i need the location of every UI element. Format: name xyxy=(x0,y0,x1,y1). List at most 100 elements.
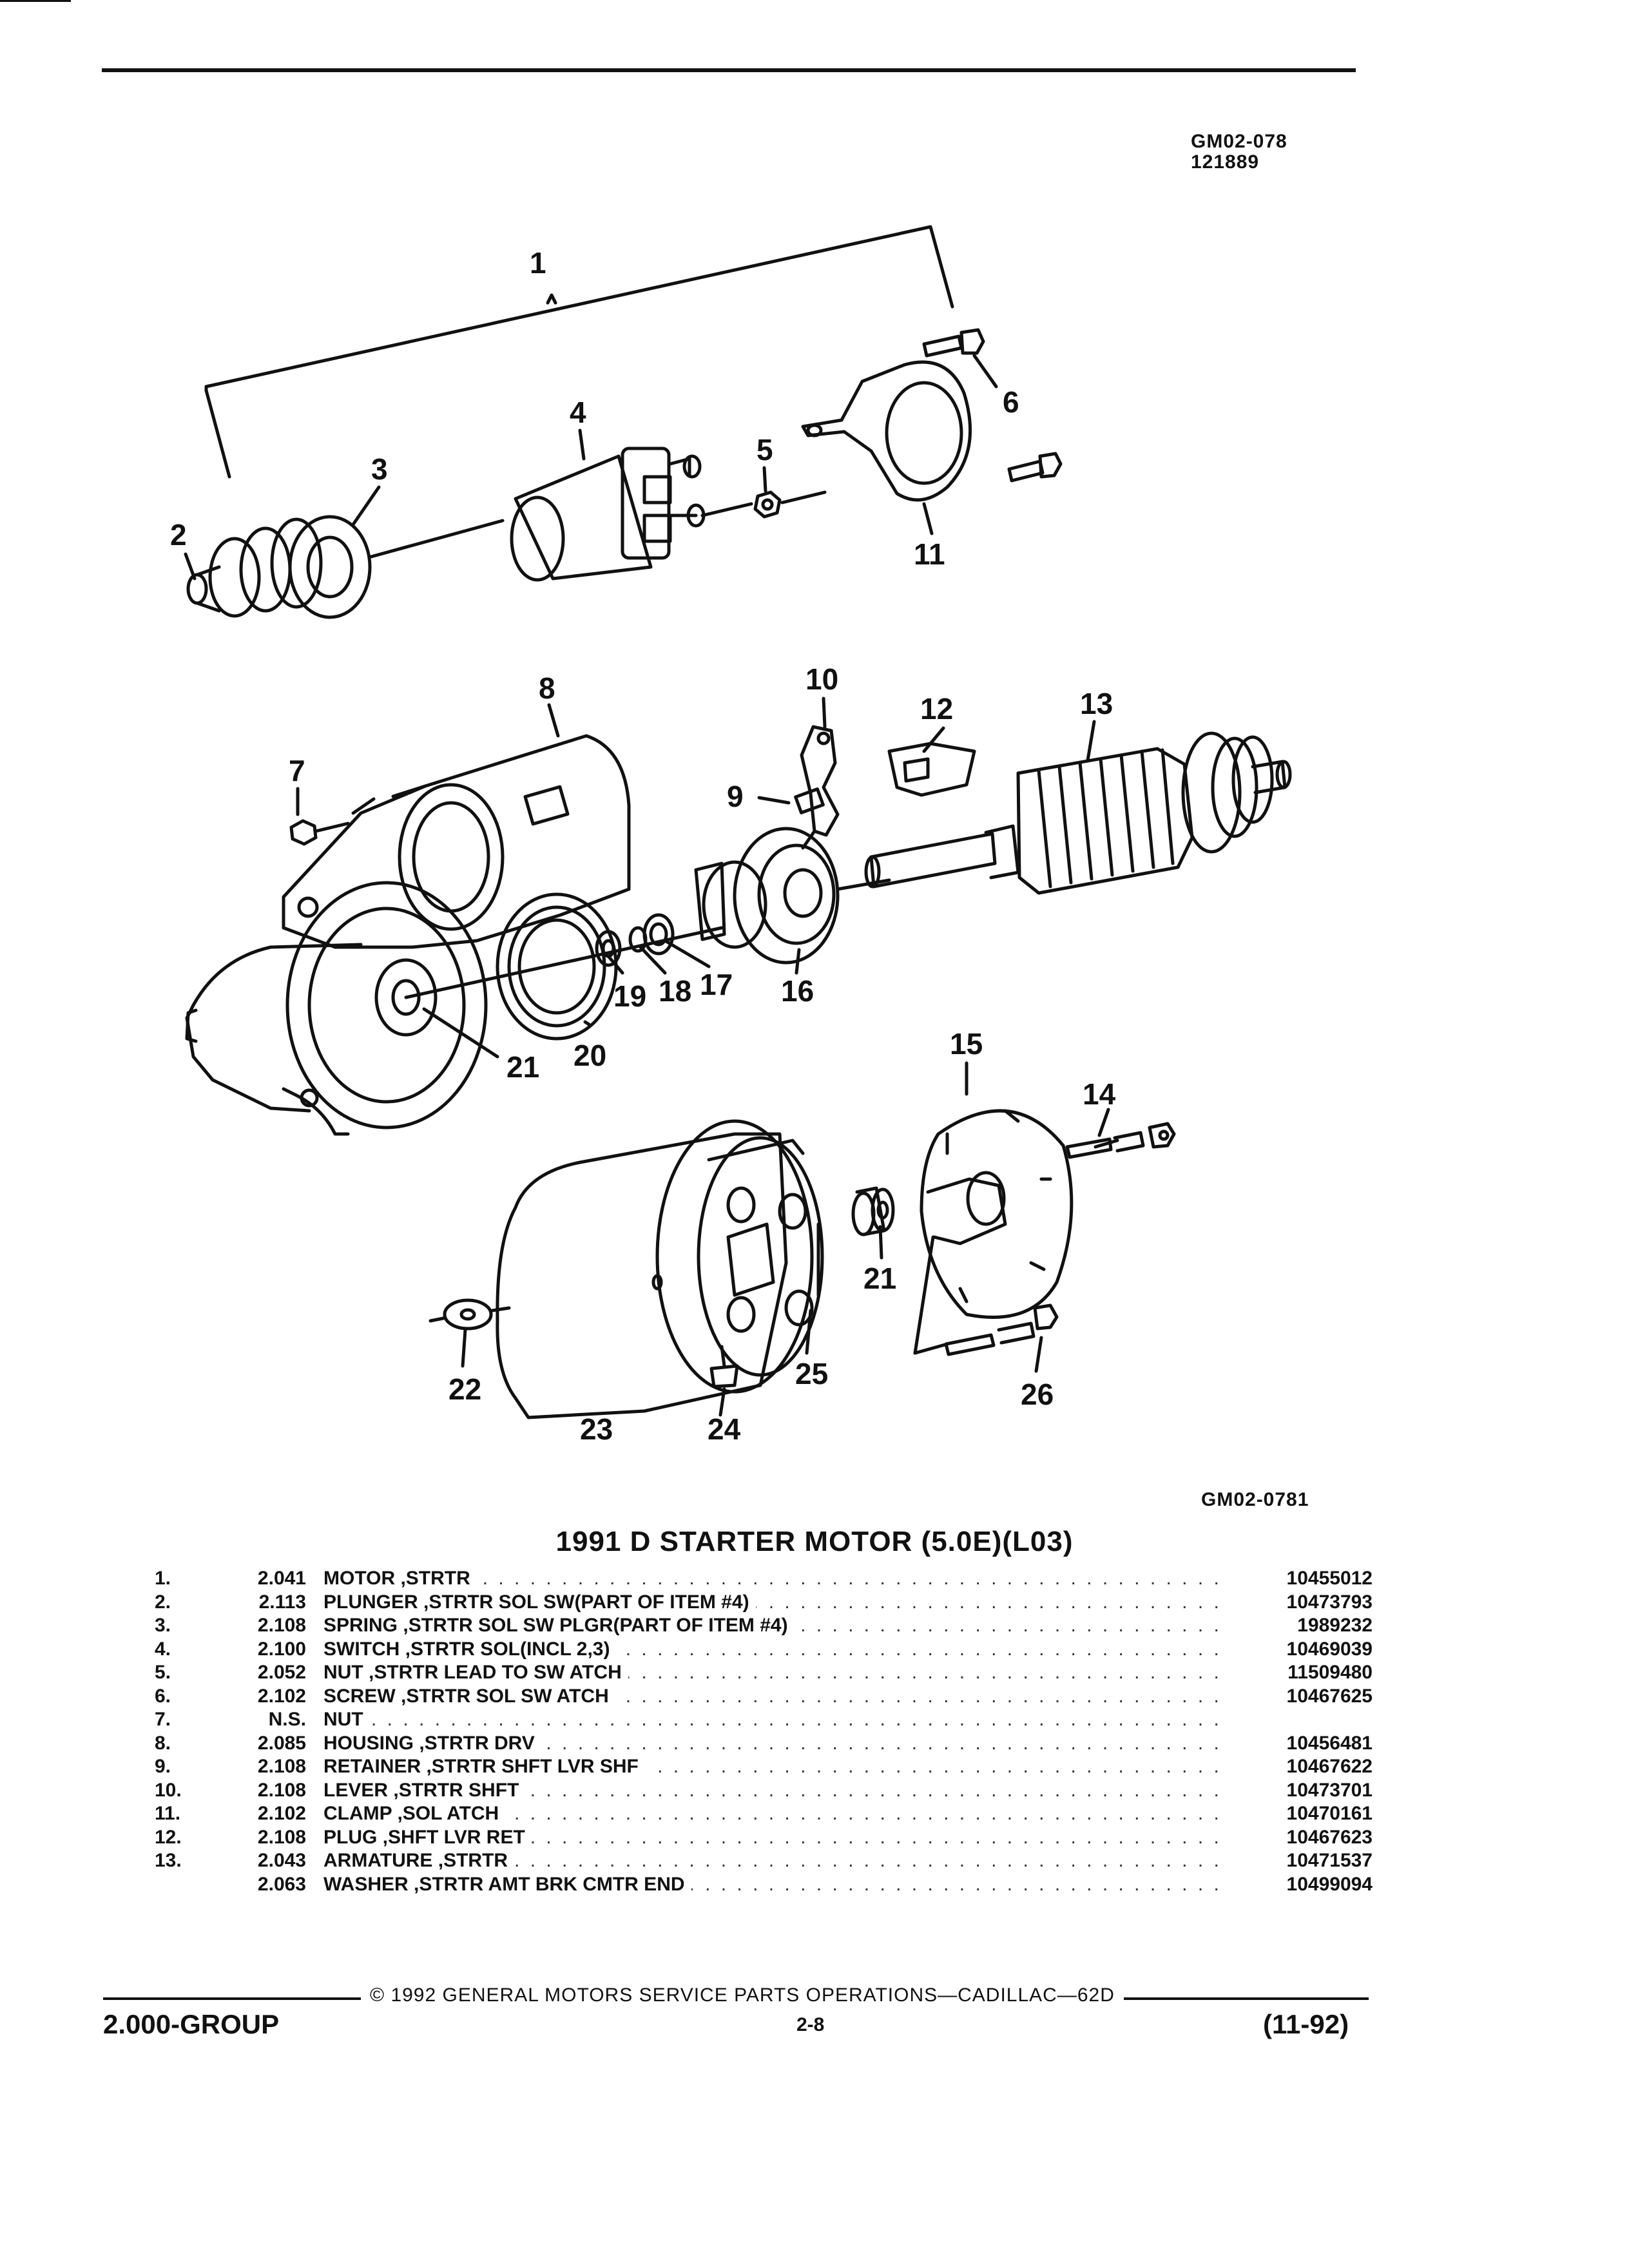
starter-drive xyxy=(694,827,891,965)
part-description: PLUG ,SHFT LVR RET xyxy=(323,1825,532,1849)
switch-screw-upper xyxy=(922,328,985,358)
part-index: 3. xyxy=(155,1615,171,1636)
part-description: SPRING ,STRTR SOL SW PLGR(PART OF ITEM #… xyxy=(323,1614,795,1638)
callout-14: 14 xyxy=(1083,1077,1116,1111)
part-number: 10469039 xyxy=(1286,1638,1373,1660)
part-number: 10467623 xyxy=(1286,1826,1373,1848)
callout-13: 13 xyxy=(1080,687,1113,720)
part-group: 2.063 xyxy=(257,1873,306,1895)
footer-copyright: © 1992 GENERAL MOTORS SERVICE PARTS OPER… xyxy=(361,1984,1124,2006)
callout-2: 2 xyxy=(170,518,187,552)
part-group: 2.102 xyxy=(257,1803,306,1824)
part-number: 11509480 xyxy=(1287,1662,1373,1683)
part-number: 10473701 xyxy=(1286,1779,1373,1801)
part-number: 10467625 xyxy=(1286,1685,1373,1707)
switch-screw-lower xyxy=(1007,452,1063,483)
callout-23: 23 xyxy=(580,1412,613,1446)
part-group: 2.100 xyxy=(257,1638,306,1660)
callout-21-lower: 21 xyxy=(863,1262,896,1295)
part-group: 2.085 xyxy=(257,1732,306,1754)
part-description: CLAMP ,SOL ATCH xyxy=(323,1802,506,1826)
parts-row: 4.2.100. . . . . . . . . . . . . . . . .… xyxy=(155,1637,1373,1661)
parts-row: 3.2.108. . . . . . . . . . . . . . . . .… xyxy=(155,1614,1373,1638)
parts-row: 6.2.102. . . . . . . . . . . . . . . . .… xyxy=(155,1684,1373,1708)
part-number: 10467622 xyxy=(1286,1756,1373,1777)
parts-row: 1.2.041. . . . . . . . . . . . . . . . .… xyxy=(155,1567,1373,1591)
part-group: 2.108 xyxy=(257,1615,306,1636)
leader-dots: . . . . . . . . . . . . . . . . . . . . … xyxy=(323,1709,1224,1730)
callout-leaders xyxy=(184,354,1119,1417)
part-description: NUT xyxy=(323,1708,370,1732)
callout-22: 22 xyxy=(448,1372,481,1406)
part-group: 2.041 xyxy=(257,1568,306,1589)
housing-nut xyxy=(289,819,350,846)
callout-4: 4 xyxy=(570,396,586,429)
diagram-figure-code: GM02-0781 xyxy=(1201,1489,1309,1510)
parts-row: 7.N.S.. . . . . . . . . . . . . . . . . … xyxy=(155,1708,1373,1732)
part-index: 10. xyxy=(155,1779,182,1801)
part-group: 2.052 xyxy=(257,1662,306,1683)
shift-lever xyxy=(794,725,840,850)
top-rule xyxy=(102,68,1356,72)
callout-11: 11 xyxy=(914,537,945,571)
solenoid-plunger xyxy=(186,565,221,613)
solenoid-spring xyxy=(208,515,372,619)
footer-page-number: 2-8 xyxy=(796,2014,825,2035)
part-number: 10456481 xyxy=(1286,1732,1373,1754)
part-index: 4. xyxy=(155,1638,171,1660)
parts-row: 2.063. . . . . . . . . . . . . . . . . .… xyxy=(155,1872,1373,1896)
part-index: 11. xyxy=(155,1803,181,1824)
callout-16: 16 xyxy=(781,974,814,1008)
callout-18: 18 xyxy=(659,974,691,1008)
part-description: PLUNGER ,STRTR SOL SW(PART OF ITEM #4) xyxy=(323,1590,756,1614)
part-number: 1989232 xyxy=(1297,1615,1373,1636)
callout-9: 9 xyxy=(727,780,744,813)
armature xyxy=(864,731,1292,895)
callout-5: 5 xyxy=(757,433,773,466)
retainer-ring xyxy=(595,930,622,967)
callout-10: 10 xyxy=(805,662,838,696)
drive-housing xyxy=(185,734,724,1136)
callout-24: 24 xyxy=(708,1412,741,1446)
part-index: 1. xyxy=(155,1568,171,1589)
part-index: 12. xyxy=(155,1826,182,1848)
parts-row: 12.2.108. . . . . . . . . . . . . . . . … xyxy=(155,1825,1373,1849)
drive-washer xyxy=(642,913,675,956)
part-index: 5. xyxy=(155,1662,171,1683)
part-number: 10499094 xyxy=(1286,1873,1373,1895)
part-group: 2.108 xyxy=(257,1826,306,1848)
part-index: 6. xyxy=(155,1685,171,1707)
commutator-end-washer xyxy=(429,1298,511,1331)
callout-20: 20 xyxy=(574,1039,606,1072)
part-index: 8. xyxy=(155,1732,171,1754)
parts-row: 9.2.108. . . . . . . . . . . . . . . . .… xyxy=(155,1755,1373,1779)
part-number: 10470161 xyxy=(1286,1803,1373,1824)
callout-19: 19 xyxy=(613,979,646,1013)
parts-list: 1. 2.041 . . . . . . . . . . . . . . . . .… xyxy=(155,1567,1373,1896)
part-description: MOTOR ,STRTR xyxy=(323,1567,477,1591)
commutator-end-bushing xyxy=(851,1186,895,1236)
page-title: 1991 D STARTER MOTOR (5.0E)(L03) xyxy=(555,1526,1074,1557)
part-group: 2.102 xyxy=(257,1685,306,1707)
solenoid-clamp xyxy=(801,360,972,502)
parts-row: 2.2.113. . . . . . . . . . . . . . . . .… xyxy=(155,1590,1373,1614)
part-index: 13. xyxy=(155,1850,182,1871)
parts-row: 5.2.052. . . . . . . . . . . . . . . . .… xyxy=(155,1661,1373,1685)
callout-21-upper: 21 xyxy=(506,1050,539,1084)
top-corner-rule xyxy=(0,0,71,2)
part-group: 2.043 xyxy=(257,1850,306,1871)
part-description: LEVER ,STRTR SHFT xyxy=(323,1778,526,1802)
spring-leader xyxy=(369,519,505,559)
parts-row: 11.2.102. . . . . . . . . . . . . . . . … xyxy=(155,1802,1373,1826)
part-description: RETAINER ,STRTR SHFT LVR SHF xyxy=(323,1755,645,1779)
part-description: SWITCH ,STRTR SOL(INCL 2,3) xyxy=(323,1637,617,1661)
callout-12: 12 xyxy=(920,692,953,726)
part-group: N.S. xyxy=(268,1709,306,1730)
part-group: 2.113 xyxy=(258,1591,306,1613)
footer-group: 2.000-GROUP xyxy=(103,2009,280,2039)
part-description: WASHER ,STRTR AMT BRK CMTR END xyxy=(323,1872,691,1896)
part-number: 10473793 xyxy=(1286,1591,1373,1613)
callout-15: 15 xyxy=(950,1027,983,1061)
callout-7: 7 xyxy=(289,754,305,787)
part-number: 10455012 xyxy=(1286,1568,1373,1589)
